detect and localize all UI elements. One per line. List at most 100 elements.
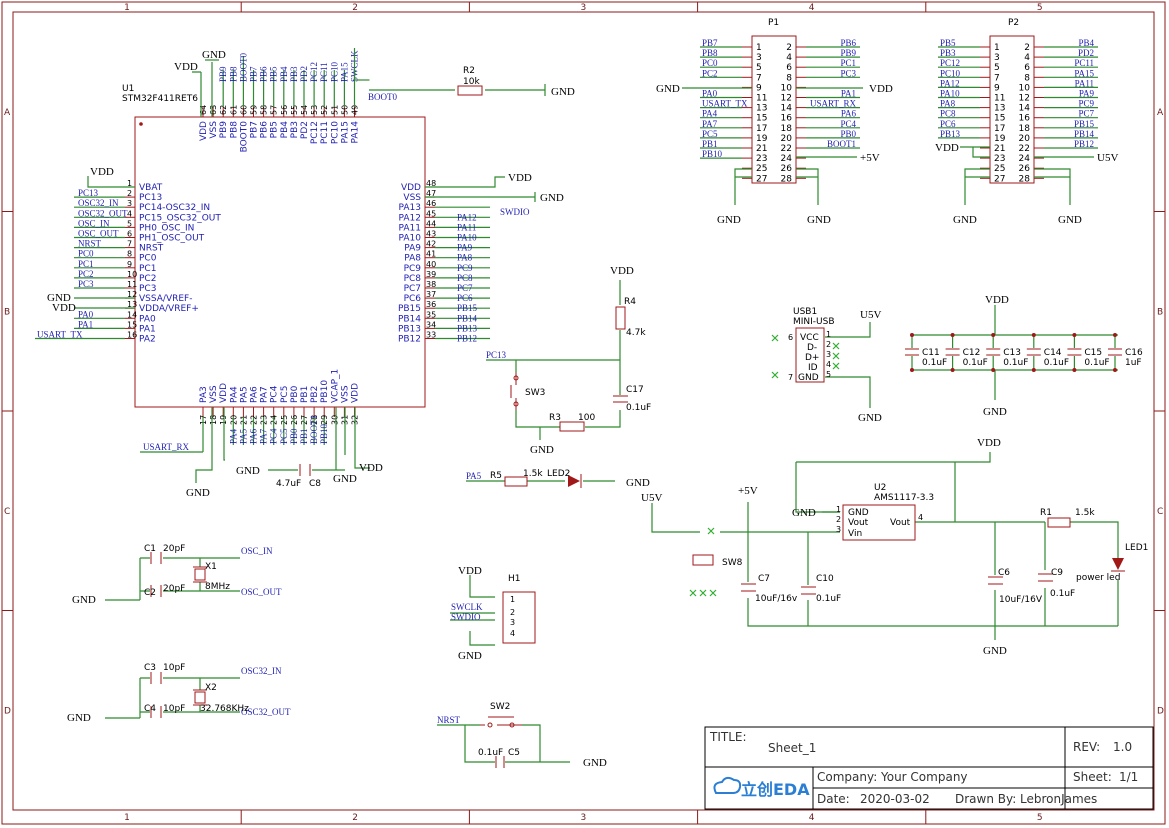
u1-pin-name: PC14-OSC32_IN [139, 203, 210, 213]
u1-pin-name: PA8 [404, 254, 421, 264]
logo-text: 立创EDA [741, 780, 810, 799]
svg-text:5: 5 [826, 370, 831, 379]
capacitor-ref: C12 [963, 348, 981, 358]
net-label: PC2 [702, 68, 718, 78]
u1-pin-name: PA0 [139, 314, 156, 324]
u5v-label: U5V [1097, 152, 1118, 164]
u1-pin-name: PC4 [270, 385, 280, 403]
u1-pin-name: PA13 [399, 203, 421, 213]
header-pin-number: 9 [994, 83, 1000, 93]
u1-pin-name: PA6 [250, 386, 260, 403]
net-label: OSC32_OUT [78, 208, 128, 218]
u1-pin-name: PC0 [139, 254, 157, 264]
net-label: PA4 [702, 109, 718, 119]
zone-row-label: C [1157, 507, 1163, 517]
net-label: PB6 [840, 38, 856, 48]
header-pin-number: 6 [1024, 63, 1030, 73]
u1-pin-number: 30 [330, 415, 339, 425]
u1-pin-number: 41 [426, 250, 436, 259]
u1-pin-name: VSS [209, 385, 219, 403]
u1-pin-number: 51 [330, 105, 339, 115]
c10-val: 0.1uF [816, 594, 841, 604]
u1-pin-name: PC15_OSC32_OUT [139, 213, 221, 223]
h1-ref: H1 [508, 574, 521, 584]
net-label: PA9 [457, 243, 473, 253]
u1-pin-name: PB9 [219, 121, 229, 139]
x1-ref: X1 [205, 562, 217, 572]
header-pin-number: 2 [1024, 43, 1030, 53]
u1-pin-name: PC12 [310, 121, 320, 144]
c7-capacitor [741, 583, 756, 592]
header-pin-number: 22 [781, 144, 792, 154]
svg-text:1: 1 [836, 505, 841, 514]
net-label: PC11 [319, 62, 329, 82]
x2-val: 32.768KHz [200, 704, 249, 714]
r3-val: 100 [578, 413, 595, 423]
header-pin-number: 9 [756, 83, 762, 93]
date-label: Date: [817, 792, 850, 806]
net-label: PC10 [940, 68, 961, 78]
header-pin-number: 11 [756, 94, 767, 104]
u1-pin-name: PB15 [398, 304, 421, 314]
u2-ref: U2 [874, 483, 886, 493]
u1-pin-name: PD2 [300, 121, 310, 139]
header-pin-number: 5 [994, 63, 1000, 73]
rev-value: 1.0 [1113, 740, 1132, 754]
gnd-label: GND [72, 594, 96, 606]
u1-pin-number: 58 [260, 105, 269, 115]
gnd-label: GND [858, 412, 882, 424]
svg-text:3: 3 [836, 525, 841, 534]
u1-pin-number: 56 [280, 105, 289, 115]
u1-pin-name: VBAT [139, 183, 163, 193]
header-pin-number: 8 [1024, 73, 1030, 83]
u1-pin-name: BOOT0 [239, 121, 249, 153]
c8-ref: C8 [309, 479, 321, 489]
gnd-label: GND [656, 83, 680, 95]
h1-header [502, 591, 536, 644]
c3-ref: C3 [144, 663, 156, 673]
net-label: SWDIO [500, 207, 530, 217]
svg-text:6: 6 [788, 333, 793, 342]
u1-pin-number: 39 [426, 270, 436, 279]
net-label: PA15 [339, 62, 349, 82]
capacitor-val: 0.1uF [922, 358, 947, 368]
c7-val: 10uF/16v [755, 594, 798, 604]
net-label: PA7 [259, 428, 269, 444]
net-label: PC1 [78, 259, 94, 269]
net-label: USART_TX [37, 330, 83, 340]
net-label: PC13 [78, 188, 99, 198]
u1-pin-name: PC9 [404, 264, 422, 274]
zone-col-label: 4 [809, 813, 815, 823]
net-label: PC6 [457, 293, 473, 303]
u1-pin-number: 34 [426, 320, 436, 329]
header-pin-number: 21 [994, 144, 1005, 154]
u1-pin-name: VSS [209, 121, 219, 139]
header-pin-number: 28 [1019, 174, 1031, 184]
gnd-label: GND [717, 214, 741, 226]
u1-pin-name: PA10 [399, 234, 422, 244]
led1-val: power led [1076, 573, 1120, 583]
p5v-label: +5V [738, 485, 758, 497]
c5-ref: C5 [508, 748, 520, 758]
header-pin-number: 25 [994, 164, 1005, 174]
net-label: PC11 [1074, 58, 1094, 68]
net-label: PB15 [457, 303, 478, 313]
x1-val: 8MHz [205, 582, 230, 592]
c4-val: 10pF [163, 704, 185, 714]
net-label: PB12 [457, 334, 477, 344]
net-label: PB9 [218, 66, 228, 82]
net-label: SWDIO [451, 612, 481, 622]
r3-ref: R3 [549, 413, 561, 423]
net-label: BOOT0 [238, 53, 248, 82]
header-pin-number: 1 [756, 43, 762, 53]
zone-col-label: 3 [581, 813, 587, 823]
r4-val: 4.7k [626, 328, 646, 338]
capacitor-ref: C13 [1003, 348, 1021, 358]
r4-resistor [615, 306, 626, 330]
sheet-value: 1/1 [1119, 770, 1138, 784]
u1-pin-name: PA14 [351, 121, 361, 144]
c10-capacitor [801, 586, 816, 595]
date-value: 2020-03-02 [860, 792, 930, 806]
net-label: PB10 [319, 423, 329, 444]
company-label: Company: [817, 770, 877, 784]
